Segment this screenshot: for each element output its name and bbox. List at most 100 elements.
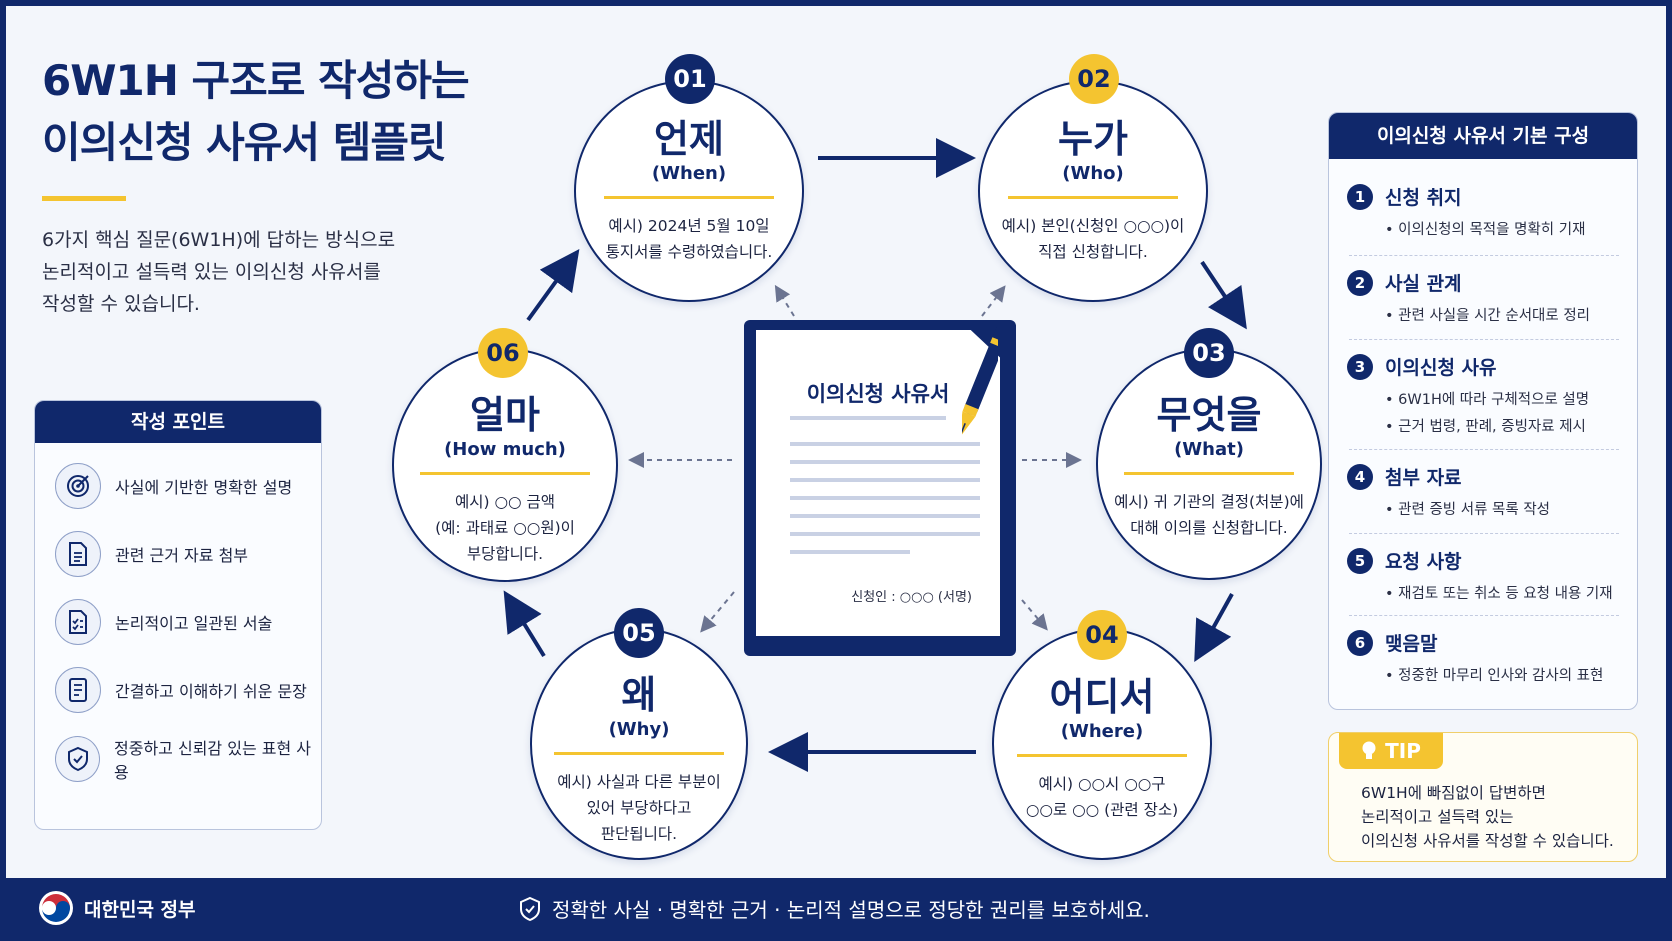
step-keyword: 무엇을 (1156, 393, 1262, 437)
step-divider (420, 472, 590, 475)
document-line (790, 442, 980, 446)
step-example: 예시) 본인(신청인 ○○○)이 (1001, 217, 1185, 235)
structure-separator (1349, 615, 1619, 616)
writing-points-panel: 작성 포인트 사실에 기반한 명확한 설명 관련 근거 자료 첨부 논리적이고 … (34, 400, 322, 830)
step-divider (554, 752, 724, 755)
tip-label: TIP (1385, 739, 1421, 763)
document-page: 이의신청 사유서 신청인 : ○○○ (서명) (756, 330, 1000, 636)
step-example: 직접 신청합니다. (1038, 243, 1148, 261)
description: 6가지 핵심 질문(6W1H)에 답하는 방식으로 논리적이고 설득력 있는 이… (42, 224, 422, 320)
point-label: 논리적이고 일관된 서술 (115, 614, 273, 633)
checklist-icon (55, 599, 101, 645)
step-number-badge: 02 (1069, 54, 1119, 104)
structure-separator (1349, 533, 1619, 534)
dashed-arrow-02 (981, 285, 1006, 317)
writing-points-title: 작성 포인트 (35, 401, 321, 443)
cycle-step-what: 무엇을 (What) 예시) 귀 기관의 결정(처분)에 대해 이의를 신청합니… (1096, 348, 1322, 580)
structure-name: 사실 관계 (1385, 273, 1462, 295)
document-line (790, 460, 980, 464)
basic-structure-title: 이의신청 사유서 기본 구성 (1329, 113, 1637, 159)
structure-number: 1 (1347, 183, 1373, 210)
structure-number: 4 (1347, 463, 1373, 490)
step-example: (예: 과태료 ○○원)이 (435, 519, 575, 537)
description-line: 6가지 핵심 질문(6W1H)에 답하는 방식으로 (42, 229, 396, 251)
structure-item: 4 첨부 자료 • 관련 증빙 서류 목록 작성 (1347, 463, 1621, 519)
step-english: (Who) (1062, 163, 1124, 184)
point-item: 정중하고 신뢰감 있는 표현 사용 (55, 735, 321, 783)
tip-text: 6W1H에 빠짐없이 답변하면 (1361, 784, 1546, 802)
cycle-step-when: 언제 (When) 예시) 2024년 5월 10일 통지서를 수령하였습니다. (574, 80, 804, 302)
description-line: 작성할 수 있습니다. (42, 293, 200, 315)
page-title: 6W1H 구조로 작성하는 이의신청 사유서 템플릿 (42, 50, 470, 174)
step-divider (1008, 196, 1178, 199)
cycle-step-who: 누가 (Who) 예시) 본인(신청인 ○○○)이 직접 신청합니다. (978, 80, 1208, 302)
slogan-text: 정확한 사실 · 명확한 근거 · 논리적 설명으로 정당한 권리를 보호하세요… (552, 898, 1150, 922)
step-english: (What) (1174, 439, 1244, 460)
tip-tag: TIP (1339, 733, 1443, 769)
lightbulb-icon (1362, 741, 1376, 759)
point-item: 사실에 기반한 명확한 설명 (55, 463, 292, 509)
pen-icon (962, 324, 998, 439)
point-label: 정중하고 신뢰감 있는 표현 사용 (114, 739, 311, 782)
structure-bullet: • 6W1H에 따라 구체적으로 설명 (1385, 392, 1590, 408)
point-label: 간결하고 이해하기 쉬운 문장 (115, 682, 307, 701)
structure-bullet: • 관련 사실을 시간 순서대로 정리 (1385, 308, 1591, 324)
point-item: 논리적이고 일관된 서술 (55, 599, 272, 645)
tip-box: TIP 6W1H에 빠짐없이 답변하면 논리적이고 설득력 있는 이의신청 사유… (1328, 732, 1638, 862)
structure-item: 2 사실 관계 • 관련 사실을 시간 순서대로 정리 (1347, 269, 1621, 325)
step-divider (1124, 472, 1294, 475)
structure-bullet: • 이의신청의 목적을 명확히 기재 (1385, 222, 1586, 238)
document-line (790, 416, 946, 420)
notes-icon (55, 667, 101, 713)
step-keyword: 누가 (1058, 117, 1128, 161)
structure-number: 2 (1347, 269, 1373, 296)
step-english: (Where) (1060, 721, 1144, 742)
step-number-badge: 01 (665, 54, 715, 104)
document-title: 이의신청 사유서 (806, 382, 950, 406)
step-example: 예시) 사실과 다른 부분이 (557, 773, 721, 791)
structure-name: 이의신청 사유 (1385, 357, 1497, 379)
arrow-02-03 (1200, 260, 1247, 330)
document-line (790, 478, 980, 482)
document-line (790, 496, 980, 500)
footer: 대한민국 정부 정확한 사실 · 명확한 근거 · 논리적 설명으로 정당한 권… (0, 878, 1672, 941)
step-example: ○○로 ○○ (관련 장소) (1025, 801, 1179, 819)
structure-separator (1349, 255, 1619, 256)
document-line (790, 550, 910, 554)
description-line: 논리적이고 설득력 있는 이의신청 사유서를 (42, 261, 381, 283)
cycle-step-where: 어디서 (Where) 예시) ○○시 ○○구 ○○로 ○○ (관련 장소) (992, 628, 1212, 860)
step-keyword: 언제 (654, 117, 724, 161)
arrow-06-01 (526, 249, 580, 322)
step-number-badge: 05 (614, 608, 664, 658)
target-icon (55, 463, 101, 509)
step-english: (When) (651, 163, 727, 184)
structure-number: 6 (1347, 629, 1373, 656)
step-number-badge: 06 (478, 328, 528, 378)
title-line-2: 이의신청 사유서 템플릿 (42, 118, 447, 167)
footer-slogan: 정확한 사실 · 명확한 근거 · 논리적 설명으로 정당한 권리를 보호하세요… (518, 894, 1150, 923)
step-example: 예시) 귀 기관의 결정(처분)에 (1114, 493, 1304, 511)
document-signature: 신청인 : ○○○ (서명) (851, 590, 972, 605)
step-keyword: 어디서 (1049, 675, 1155, 719)
title-underline (42, 196, 126, 201)
structure-bullet: • 근거 법령, 판례, 증빙자료 제시 (1385, 419, 1586, 435)
step-divider (1017, 754, 1187, 757)
structure-bullet: • 관련 증빙 서류 목록 작성 (1385, 502, 1550, 518)
structure-name: 맺음말 (1385, 633, 1438, 655)
structure-separator (1349, 339, 1619, 340)
point-label: 사실에 기반한 명확한 설명 (115, 478, 293, 497)
government-logo: 대한민국 정부 (38, 890, 196, 926)
step-keyword: 얼마 (470, 393, 540, 437)
cycle-step-how-much: 얼마 (How much) 예시) ○○ 금액 (예: 과태료 ○○원)이 부당… (392, 348, 618, 582)
structure-name: 첨부 자료 (1385, 467, 1462, 489)
structure-name: 요청 사항 (1385, 551, 1462, 573)
government-name: 대한민국 정부 (84, 898, 196, 921)
shield-check-icon (55, 736, 101, 782)
document-line (790, 532, 980, 536)
point-item: 간결하고 이해하기 쉬운 문장 (55, 667, 307, 713)
step-english: (How much) (444, 439, 566, 460)
